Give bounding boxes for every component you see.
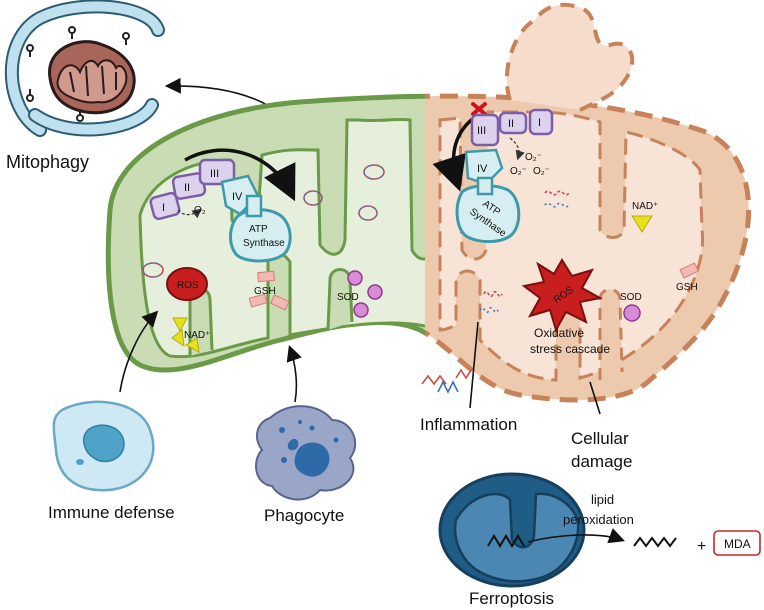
svg-text:MDA: MDA [724, 537, 751, 551]
healthy-mtdna [142, 164, 385, 278]
inflammation-label: Inflammation [420, 415, 517, 434]
healthy-electron-arrow [184, 148, 296, 202]
svg-text:O₂⁻: O₂⁻ [525, 152, 542, 163]
healthy-nad-label: NAD⁺ [184, 330, 210, 341]
damaged-ros-burst: ROS [521, 258, 603, 333]
ferroptosis-mitochondrion [438, 472, 586, 588]
healthy-o2-label: O₂ [194, 205, 206, 216]
immune-cell-icon [52, 400, 155, 492]
damaged-sod-label: SOD [620, 292, 642, 303]
healthy-ros-badge: ROS [166, 267, 208, 301]
svg-text:II: II [508, 118, 514, 130]
damaged-superoxide-arrow [509, 137, 525, 161]
damaged-complex-2: II [498, 111, 528, 135]
damaged-mtdna [479, 190, 570, 314]
plus-sign: + [697, 538, 706, 555]
released-mtdna [421, 368, 472, 394]
inflammation-pointer [469, 321, 479, 409]
oxidative-stress-line1: Oxidative [534, 326, 584, 340]
phagocyte-label: Phagocyte [264, 506, 344, 525]
phagocyte-arrow [286, 344, 302, 403]
damaged-complex-1: I [528, 108, 554, 136]
mitophagy-label: Mitophagy [6, 152, 89, 172]
phagocyte-icon [255, 405, 357, 501]
cellular-damage-label-2: damage [571, 452, 632, 471]
svg-text:ROS: ROS [177, 280, 199, 291]
damaged-sod [623, 304, 641, 322]
ferroptosis-label: Ferroptosis [469, 589, 554, 608]
peroxidized-lipid [633, 536, 677, 548]
damaged-complex-3: III [470, 113, 500, 147]
cellular-damage-pointer [589, 381, 601, 415]
svg-text:II: II [184, 182, 190, 194]
damaged-gsh [679, 262, 700, 279]
svg-text:ATP: ATP [249, 224, 268, 235]
svg-text:III: III [210, 168, 219, 180]
lipid-arrow [527, 528, 626, 544]
svg-text:I: I [538, 117, 541, 129]
svg-text:Synthase: Synthase [243, 238, 285, 249]
damaged-block-x [471, 102, 487, 116]
mda-box: MDA [713, 530, 761, 556]
healthy-o2-arrow [177, 208, 202, 219]
healthy-gsh [248, 270, 290, 311]
svg-text:IV: IV [232, 191, 243, 203]
damaged-gsh-label: GSH [676, 282, 698, 293]
damaged-superoxide: O₂⁻ O₂⁻ O₂⁻ [510, 152, 550, 177]
damaged-complex-4: IV [464, 148, 504, 186]
lipid-label-1: lipid [591, 492, 614, 507]
svg-text:III: III [477, 125, 486, 137]
healthy-sod [347, 270, 383, 318]
damaged-nad-triangle [631, 215, 653, 233]
immune-defense-label: Immune defense [48, 503, 175, 522]
damaged-atp-synthase: ATP Synthase [455, 176, 521, 243]
healthy-complex-3: III [198, 158, 236, 186]
oxidative-stress-line2: stress cascade [530, 342, 610, 356]
lipid-label-2: peroxidation [563, 512, 634, 527]
svg-text:O₂⁻: O₂⁻ [510, 166, 527, 177]
cellular-damage-label-1: Cellular [571, 429, 629, 448]
healthy-gsh-label: GSH [254, 286, 276, 297]
svg-text:IV: IV [477, 163, 488, 175]
svg-text:O₂⁻: O₂⁻ [533, 166, 550, 177]
healthy-sod-label: SOD [337, 292, 359, 303]
mitophagy-icon [4, 0, 165, 137]
healthy-nad-triangles [171, 317, 200, 353]
healthy-atp-synthase: ATP Synthase [229, 194, 292, 263]
immune-arrow [119, 310, 159, 393]
healthy-complex-1: I [149, 191, 181, 221]
damaged-nad-label: NAD⁺ [632, 201, 658, 212]
svg-text:I: I [162, 202, 165, 214]
